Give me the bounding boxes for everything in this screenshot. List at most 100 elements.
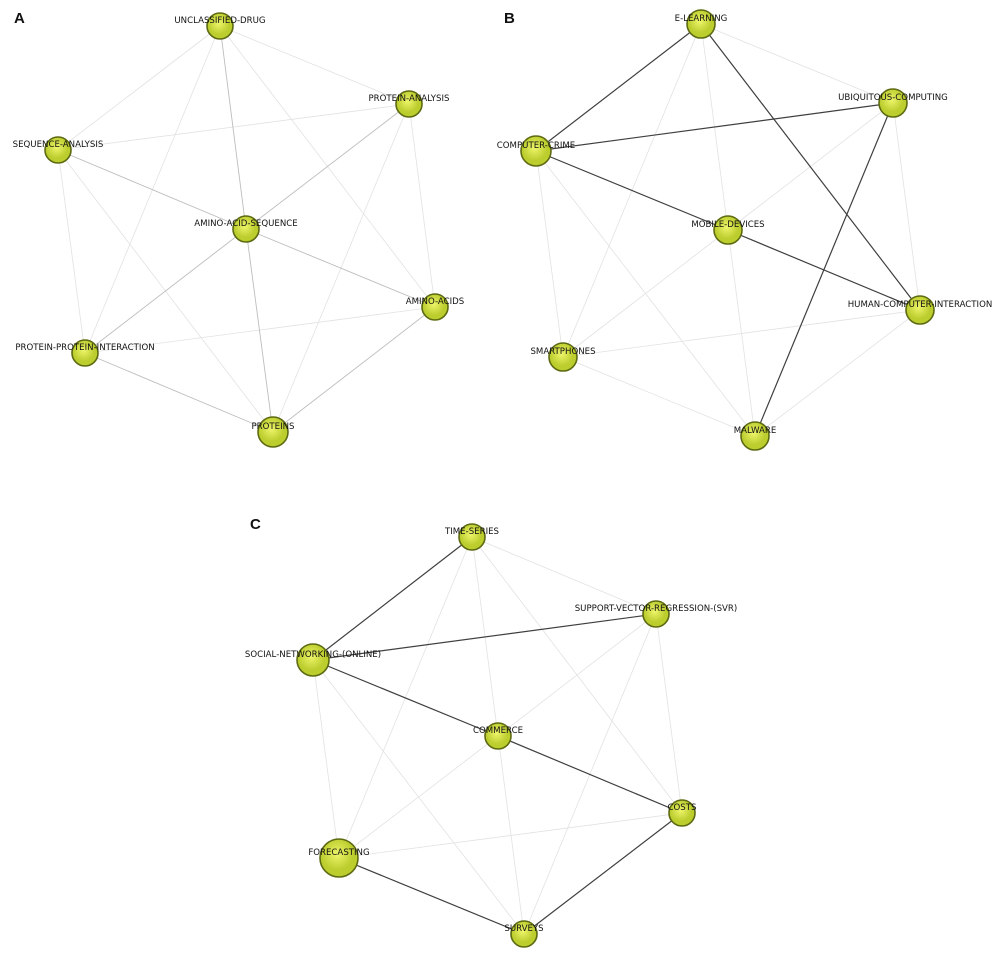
panel-label-a: A [14,10,25,27]
node-label: SEQUENCE-ANALYSIS [13,140,104,150]
edge-aaseq-aminoacids [245,228,436,308]
edge-mobile-smartphones [562,229,729,358]
node-label: AMINO-ACIDS [406,297,465,307]
node-label: HUMAN-COMPUTER-INTERACTION [848,300,993,310]
node-label: MALWARE [734,426,777,436]
edge-seqanalysis-ppi [57,149,86,354]
node-proteins: PROTEINS [251,416,295,448]
node-label: COSTS [668,803,697,813]
node-circle [642,600,670,628]
edge-social-forecasting [312,659,340,859]
edge-social-svr [312,613,657,661]
node-label: PROTEIN-ANALYSIS [369,94,450,104]
node-aaseq: AMINO-ACID-SEQUENCE [194,215,298,243]
edge-protanalysis-aminoacids [408,103,436,308]
edge-surveys-costs [523,812,683,935]
edge-seqanalysis-protanalysis [57,103,410,151]
node-crime: COMPUTER-CRIME [497,135,575,167]
node-label: SMARTPHONES [530,347,595,357]
panel-b: B E-LEARNING UBIQUITOUS-COMPUTING COMPUTER… [497,9,993,451]
edge-malware-hci [754,309,921,437]
edge-svr-costs [655,613,683,814]
node-timeseries: TIME-SERIES [444,523,499,551]
edge-aaseq-proteins [245,228,274,433]
node-label: TIME-SERIES [444,527,499,537]
node-circle [232,215,260,243]
edge-ppi-proteins [84,352,274,433]
edge-forecasting-surveys [338,857,525,935]
node-mobile: MOBILE-DEVICES [691,215,765,245]
node-circle [206,12,234,40]
edge-smartphones-malware [562,356,756,437]
node-ppi: PROTEIN-PROTEIN-INTERACTION [15,339,155,367]
edge-seqanalysis-aaseq [57,149,247,230]
node-circle [686,9,716,39]
node-label: AMINO-ACID-SEQUENCE [194,219,297,229]
node-circle [740,421,770,451]
node-circle [668,799,696,827]
edge-crime-mobile [535,150,729,231]
node-circle [484,722,512,750]
node-smartphones: SMARTPHONES [530,342,596,372]
node-label: E-LEARNING [675,14,728,24]
node-label: COMPUTER-CRIME [497,141,575,151]
edge-elearning-ubiquitous [700,23,894,104]
panel-b-edges [535,23,921,437]
node-label: COMMERCE [473,726,523,736]
node-label: SOCIAL-NETWORKING-(ONLINE) [245,650,381,660]
panel-c-nodes: TIME-SERIES SUPPORT-VECTOR-REGRESSION-(SV… [245,523,738,948]
node-circle [520,135,552,167]
node-hci: HUMAN-COMPUTER-INTERACTION [848,295,993,325]
node-label: SURVEYS [504,924,543,934]
edge-crime-smartphones [535,150,564,358]
edge-mobile-malware [727,229,756,437]
node-label: PROTEINS [251,422,294,432]
edge-forecasting-costs [338,812,683,859]
node-protanalysis: PROTEIN-ANALYSIS [369,90,450,118]
node-label: SUPPORT-VECTOR-REGRESSION-(SVR) [575,604,738,614]
edge-unclassified-seqanalysis [57,25,221,151]
node-label: UNCLASSIFIED-DRUG [174,16,265,26]
node-label: PROTEIN-PROTEIN-INTERACTION [15,343,154,353]
panel-a: A UNCLASSIFIED-DRUG PROTEIN-ANALYSIS SEQUE… [13,10,465,448]
node-ubiquitous: UBIQUITOUS-COMPUTING [838,88,948,118]
edge-ubiquitous-malware [754,102,894,437]
node-circle [458,523,486,551]
node-label: UBIQUITOUS-COMPUTING [838,93,948,103]
node-unclassified: UNCLASSIFIED-DRUG [174,12,266,40]
node-circle [713,215,743,245]
edge-smartphones-hci [562,309,921,358]
panel-b-nodes: E-LEARNING UBIQUITOUS-COMPUTING COMPUTER-C… [497,9,993,451]
node-circle [71,339,99,367]
node-forecasting: FORECASTING [308,838,370,878]
edge-aaseq-ppi [84,228,247,354]
node-seqanalysis: SEQUENCE-ANALYSIS [13,136,104,164]
panel-c: C TIME-SERIES SUPPORT-VECTOR-REGRESSION-(… [245,516,738,948]
panel-label-c: C [250,516,261,533]
node-circle [510,920,538,948]
panel-label-b: B [504,10,515,27]
node-circle [257,416,289,448]
edge-elearning-hci [700,23,921,311]
edge-commerce-costs [497,735,683,814]
node-circle [905,295,935,325]
node-circle [44,136,72,164]
panel-a-nodes: UNCLASSIFIED-DRUG PROTEIN-ANALYSIS SEQUENC… [13,12,465,448]
edge-unclassified-protanalysis [219,25,410,105]
node-circle [548,342,578,372]
node-malware: MALWARE [734,421,777,451]
edge-svr-commerce [497,613,657,737]
node-aminoacids: AMINO-ACIDS [406,293,465,321]
edge-crime-ubiquitous [535,102,894,152]
panel-a-edges [57,25,436,433]
node-elearning: E-LEARNING [675,9,728,39]
node-circle [319,838,359,878]
node-social: SOCIAL-NETWORKING-(ONLINE) [245,643,381,677]
edge-commerce-forecasting [338,735,499,859]
edge-social-commerce [312,659,499,737]
node-label: MOBILE-DEVICES [691,220,764,230]
node-circle [421,293,449,321]
node-label: FORECASTING [308,848,369,858]
edge-commerce-surveys [497,735,525,935]
